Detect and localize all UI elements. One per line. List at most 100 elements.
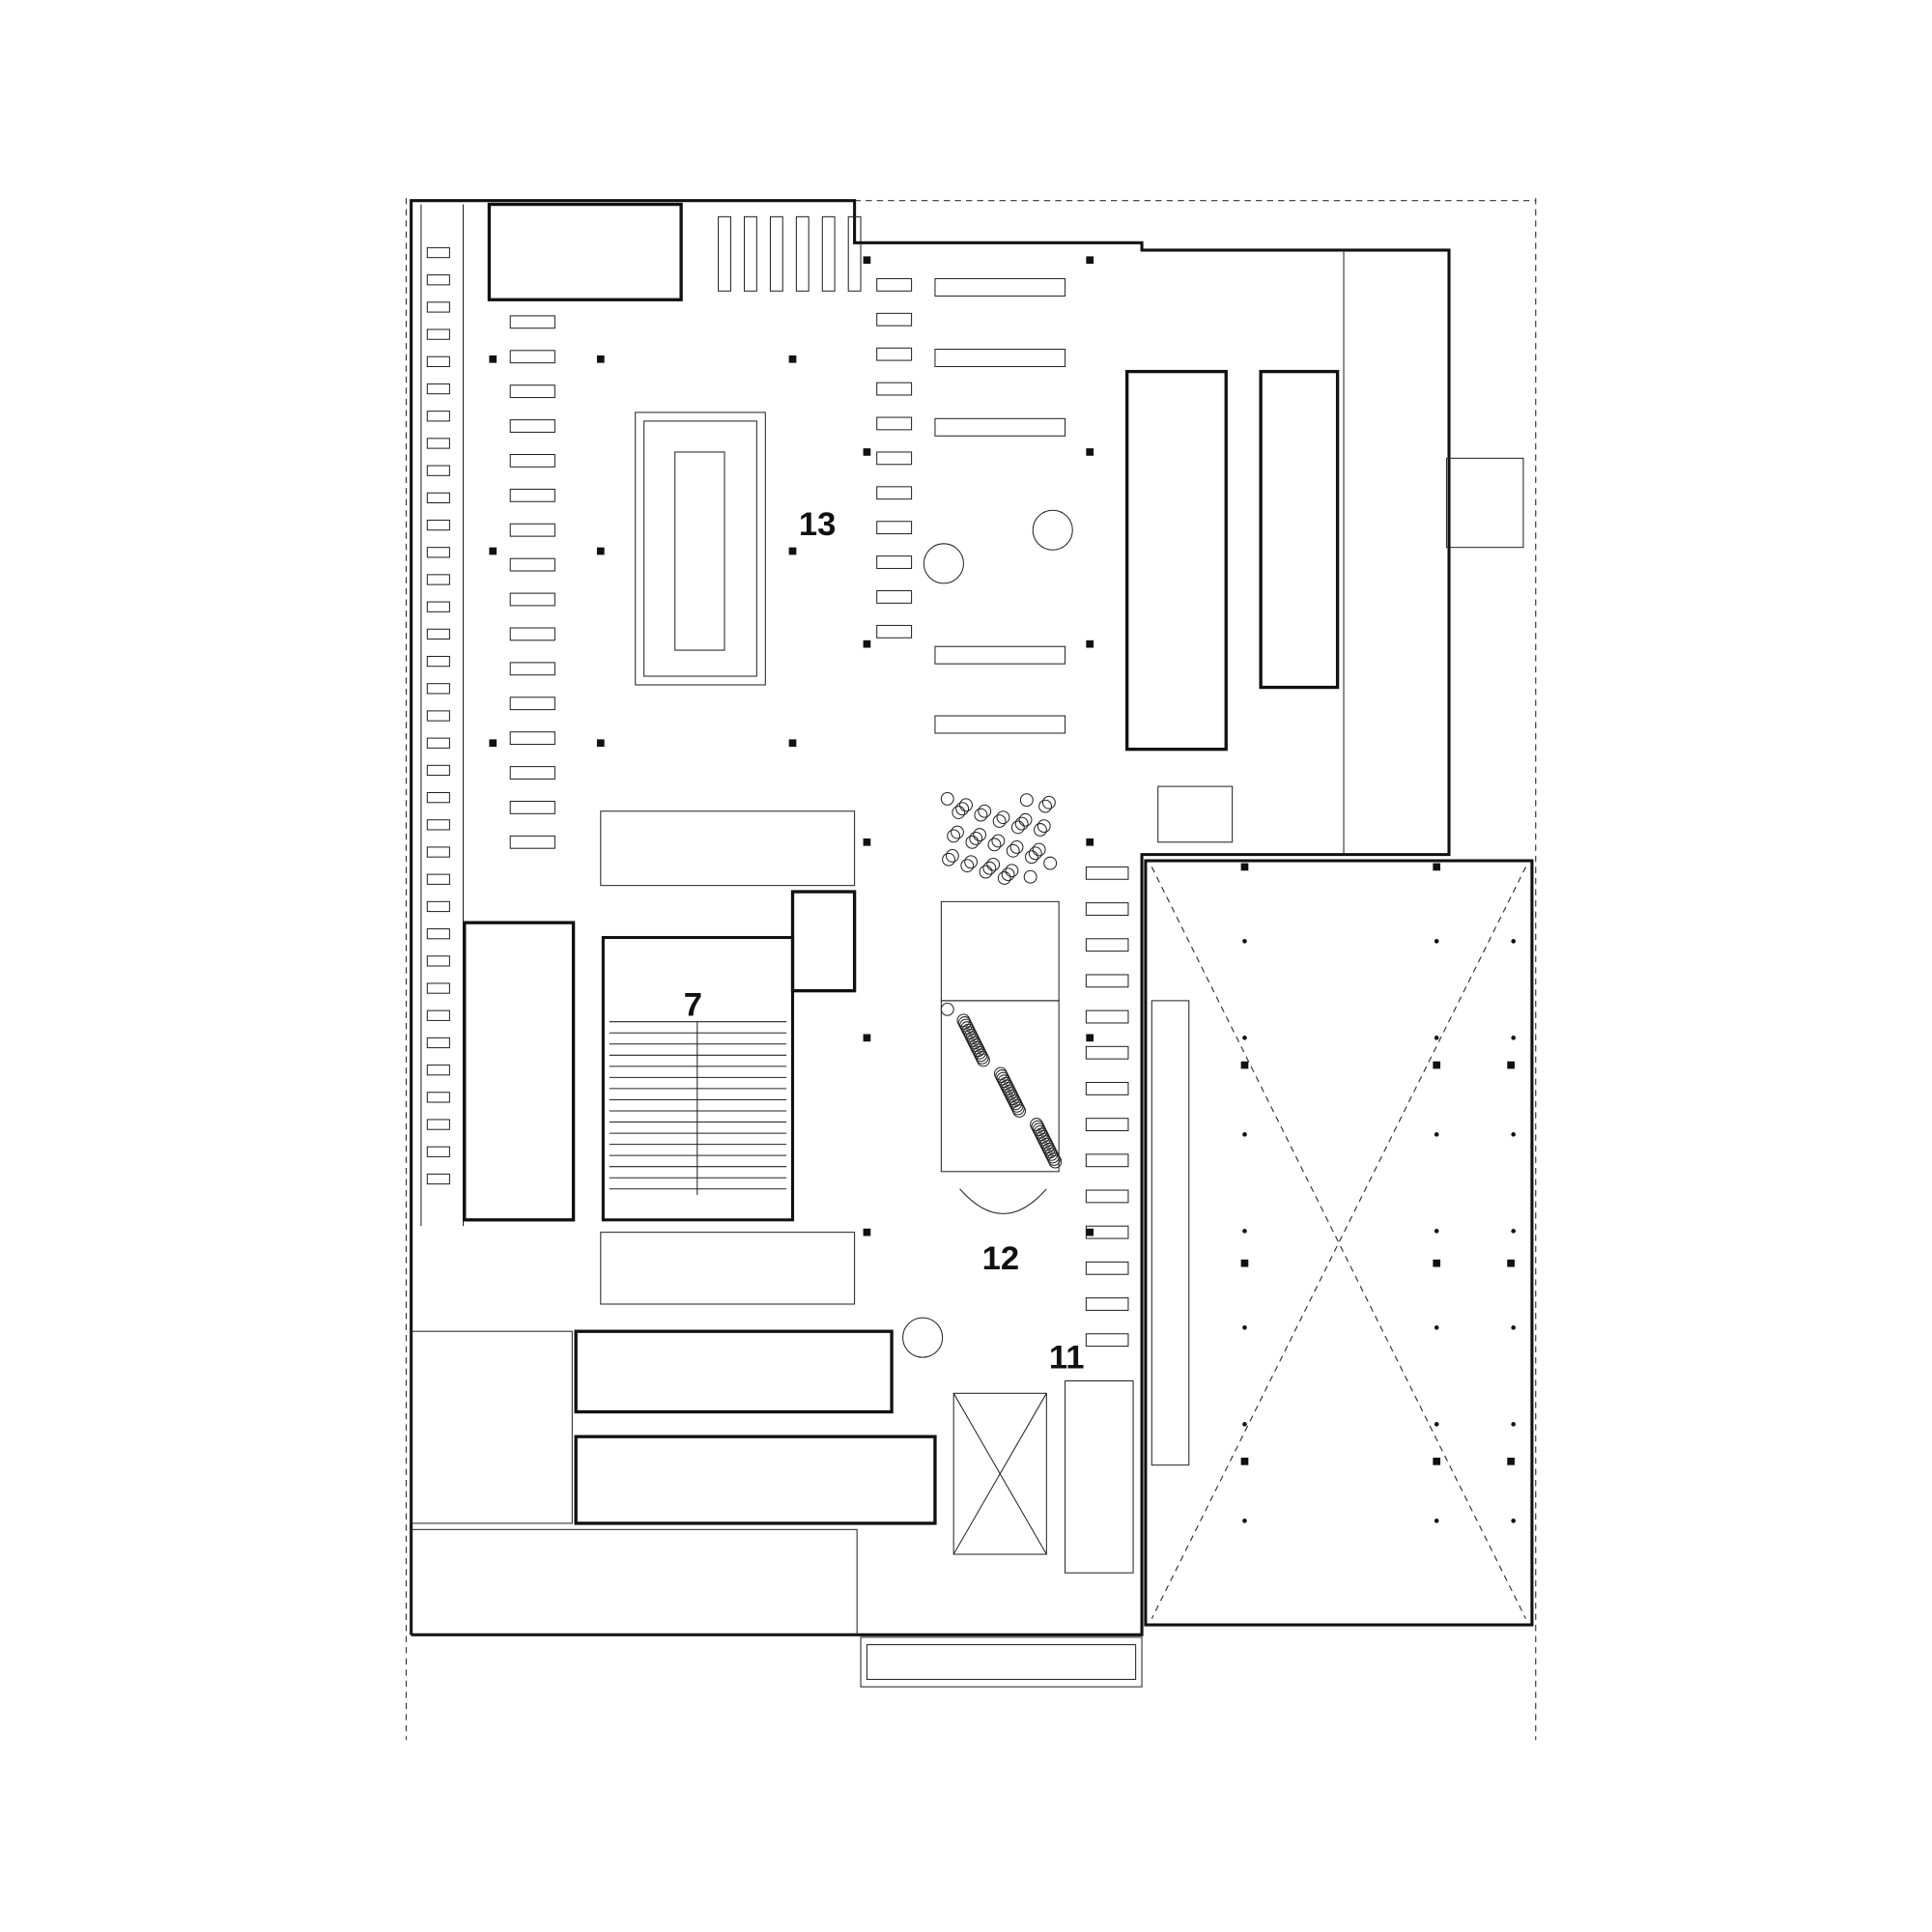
tree (997, 871, 1011, 885)
column-dot (1434, 1036, 1439, 1040)
room-label-13: 13 (799, 506, 837, 543)
table (1085, 938, 1129, 952)
column (1433, 1061, 1441, 1069)
bench-row (718, 215, 731, 292)
column-dot (1242, 1325, 1247, 1330)
tree (1010, 820, 1025, 835)
table (1085, 1118, 1129, 1132)
table (1085, 1153, 1129, 1168)
desk (426, 737, 450, 749)
table (876, 382, 913, 396)
auditorium (601, 935, 795, 1222)
bench-row (769, 215, 783, 292)
table (1085, 1297, 1129, 1311)
tree (1032, 842, 1046, 857)
table (1085, 1333, 1129, 1348)
desk-cluster (509, 766, 555, 780)
desk (426, 465, 450, 476)
table (876, 416, 913, 431)
desk (426, 1092, 450, 1103)
room-label-7: 7 (684, 986, 702, 1023)
column-dot (1511, 1229, 1516, 1234)
table (1085, 902, 1129, 916)
column (596, 739, 605, 748)
desk (426, 574, 450, 585)
tree (1005, 864, 1019, 878)
desk (426, 438, 450, 449)
column (1086, 1034, 1094, 1042)
column-dot (1511, 939, 1516, 944)
tree (995, 1069, 1009, 1084)
tree (955, 802, 970, 816)
desk-cluster (509, 384, 555, 399)
tree (1032, 509, 1073, 551)
bench-row (847, 215, 862, 292)
column (1086, 256, 1094, 265)
tree (945, 848, 959, 863)
column-dot (1511, 1325, 1516, 1330)
tree (973, 828, 987, 842)
column (863, 639, 871, 648)
column (1240, 1457, 1249, 1465)
desk (426, 328, 450, 340)
desk (426, 601, 450, 612)
tree (986, 857, 1001, 871)
desk-cluster (509, 592, 555, 607)
table (1085, 866, 1129, 880)
table (876, 590, 913, 604)
table (876, 277, 913, 292)
tree (987, 838, 1002, 852)
tree (1041, 795, 1056, 810)
desk (426, 792, 450, 804)
tree (982, 861, 997, 875)
tree (959, 798, 973, 812)
desk (426, 900, 450, 913)
desk-cluster (509, 662, 555, 676)
tree (1006, 843, 1020, 858)
desk (426, 246, 450, 259)
tree (1018, 812, 1033, 827)
column (1086, 838, 1094, 846)
column-dot (1242, 939, 1247, 944)
desk (426, 1119, 450, 1130)
column (788, 355, 797, 363)
column-dot (1511, 1036, 1516, 1040)
tree (942, 852, 955, 867)
garden (940, 900, 1060, 1214)
desk-cluster (509, 835, 555, 849)
column-dot (1434, 1132, 1439, 1137)
tree (1034, 823, 1047, 837)
column (1086, 1228, 1094, 1236)
column-dot (1434, 939, 1439, 944)
tree (1030, 1118, 1043, 1132)
tree (974, 808, 988, 822)
desk (426, 519, 450, 531)
column (1086, 639, 1094, 648)
desk (426, 1065, 450, 1076)
central-kitchen-block (635, 412, 766, 686)
table (876, 624, 913, 639)
column (1240, 1259, 1249, 1267)
table (1085, 1225, 1129, 1239)
tree (940, 792, 954, 806)
desk (426, 955, 450, 967)
column-dot (1511, 1132, 1516, 1137)
service-cores (411, 202, 1340, 1635)
tree (1019, 793, 1034, 808)
desk (426, 928, 450, 940)
tree (1014, 816, 1029, 831)
planter-desk-row (934, 277, 1066, 297)
bench-row (795, 215, 810, 292)
desk-cluster (509, 557, 555, 572)
column (863, 448, 871, 456)
tree (1023, 869, 1037, 884)
column (1240, 863, 1249, 871)
tree (991, 834, 1006, 848)
tree (951, 825, 964, 839)
desk (426, 873, 450, 885)
planter-desk-row (934, 645, 1066, 665)
desk-cluster (509, 488, 555, 502)
desk (426, 274, 450, 286)
column (788, 739, 797, 748)
